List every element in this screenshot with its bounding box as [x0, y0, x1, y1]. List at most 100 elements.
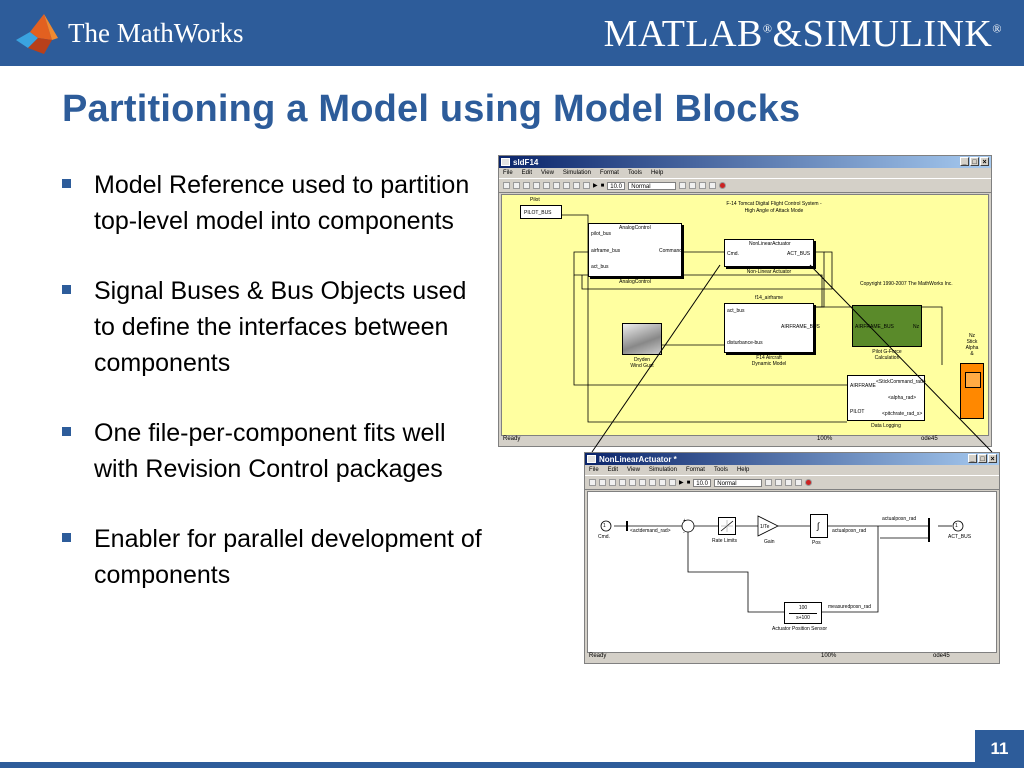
menu-help[interactable]: Help — [736, 467, 750, 473]
data-logging-block[interactable]: AIRFRAME PILOT <StickCommand_rad> <alpha… — [847, 375, 926, 421]
sum-sign-minus: - — [683, 530, 685, 536]
undo-icon[interactable] — [573, 182, 580, 189]
header-banner: The MathWorks MATLAB®&SIMULINK® — [0, 0, 1024, 66]
sensor-label: Actuator Position Sensor — [772, 626, 828, 632]
sensor-numerator: 100 — [798, 605, 808, 611]
menu-view[interactable]: View — [627, 467, 640, 473]
model-explorer-icon[interactable] — [785, 479, 793, 486]
menu-simulation[interactable]: Simulation — [562, 170, 591, 176]
logging-signal-stick: <StickCommand_rad> — [876, 379, 926, 385]
wind-gust-block[interactable] — [622, 323, 662, 355]
undo-icon[interactable] — [659, 479, 666, 486]
open-icon[interactable] — [513, 182, 520, 189]
bullet-item: One file-per-component fits well with Re… — [62, 415, 492, 487]
gforce-caption-1: Pilot G-Force — [872, 349, 902, 355]
model-canvas[interactable]: 1 Cmd. <actdemand_rad> + - Rate Limits 1… — [587, 491, 997, 653]
play-icon[interactable]: ▶ — [679, 480, 684, 486]
minimize-button[interactable]: _ — [960, 157, 969, 166]
redo-icon[interactable] — [669, 479, 676, 486]
nonlinear-caption: Non-Linear Actuator — [746, 269, 792, 275]
stop-icon[interactable]: ■ — [686, 479, 691, 486]
position-sensor-block[interactable]: 100 s+100 — [784, 602, 822, 624]
record-icon[interactable] — [719, 182, 727, 189]
debug-icon[interactable] — [795, 479, 803, 486]
play-icon[interactable]: ▶ — [593, 183, 598, 189]
close-button[interactable]: × — [988, 454, 997, 463]
menu-edit[interactable]: Edit — [607, 467, 619, 473]
scope-block[interactable] — [960, 363, 984, 419]
open-icon[interactable] — [599, 479, 606, 486]
paste-icon[interactable] — [649, 479, 656, 486]
model-canvas[interactable]: F-14 Tomcat Digital Flight Control Syste… — [501, 194, 989, 436]
print-icon[interactable] — [619, 479, 626, 486]
pilot-block[interactable]: PILOT_BUS — [520, 205, 562, 219]
stop-time-field[interactable]: 10.0 — [693, 478, 712, 487]
window-titlebar[interactable]: NonLinearActuator * _ □ × — [585, 453, 999, 465]
print-icon[interactable] — [533, 182, 540, 189]
bullet-item: Signal Buses & Bus Objects used to defin… — [62, 273, 492, 381]
cut-icon[interactable] — [629, 479, 636, 486]
bullet-square-icon — [62, 427, 71, 436]
build-icon[interactable] — [679, 182, 687, 189]
window-titlebar[interactable]: sldF14 _ □ × — [499, 156, 991, 168]
logging-in-airframe: AIRFRAME — [850, 383, 876, 389]
company-name: The MathWorks — [68, 17, 244, 48]
copy-icon[interactable] — [639, 479, 646, 486]
analog-control-name: AnalogControl — [619, 225, 651, 231]
menu-tools[interactable]: Tools — [713, 467, 728, 473]
menu-edit[interactable]: Edit — [521, 170, 533, 176]
footer-bar — [0, 762, 1024, 768]
library-icon[interactable] — [689, 182, 697, 189]
nonlinear-actuator-window: NonLinearActuator * _ □ × File Edit View… — [584, 452, 1000, 664]
nonlinear-actuator-block[interactable]: NonLinearActuator Cmd. ACT_BUS — [724, 239, 814, 267]
menu-file[interactable]: File — [589, 467, 599, 473]
redo-icon[interactable] — [583, 182, 590, 189]
menu-help[interactable]: Help — [650, 170, 664, 176]
window-title: sldF14 — [513, 157, 539, 167]
record-icon[interactable] — [805, 479, 813, 486]
maximize-button[interactable]: □ — [970, 157, 979, 166]
airframe-model-block[interactable]: act_bus disturbance-bus AIRFRAME_BUS — [724, 303, 820, 353]
nonlinear-name: NonLinearActuator — [749, 241, 791, 247]
signal-actualposn-out: actualposn_rad — [882, 516, 917, 522]
new-model-icon[interactable] — [589, 479, 596, 486]
minimize-button[interactable]: _ — [968, 454, 977, 463]
stop-time-field[interactable]: 10.0 — [607, 181, 626, 190]
gust-caption-2: Wind Gust — [630, 363, 654, 369]
analog-control-caption: AnalogControl — [619, 279, 651, 285]
paste-icon[interactable] — [563, 182, 570, 189]
sim-mode-select[interactable]: Normal — [714, 478, 763, 487]
outport-number: 1 — [955, 523, 958, 529]
stop-icon[interactable]: ■ — [600, 182, 605, 189]
menu-view[interactable]: View — [541, 170, 554, 176]
copy-icon[interactable] — [553, 182, 560, 189]
cut-icon[interactable] — [543, 182, 550, 189]
save-icon[interactable] — [609, 479, 616, 486]
integrator-block[interactable]: ∫ — [810, 514, 828, 538]
nonlinear-in-cmd: Cmd. — [727, 251, 739, 257]
analog-control-block[interactable]: AnalogControl pilot_bus airframe_bus act… — [588, 223, 682, 277]
debug-icon[interactable] — [709, 182, 717, 189]
scope-label-nz: Nz — [968, 333, 976, 339]
menu-bar: File Edit View Simulation Format Tools H… — [499, 168, 991, 178]
menu-file[interactable]: File — [503, 170, 513, 176]
menu-format[interactable]: Format — [599, 170, 619, 176]
simulink-window-icon — [501, 158, 510, 166]
sim-mode-select[interactable]: Normal — [628, 181, 677, 190]
maximize-button[interactable]: □ — [978, 454, 987, 463]
rate-limiter-block[interactable] — [718, 517, 736, 535]
save-icon[interactable] — [523, 182, 530, 189]
gforce-block[interactable]: AIRFRAME_BUS Nz — [852, 305, 922, 347]
model-explorer-icon[interactable] — [699, 182, 707, 189]
sldf14-window: sldF14 _ □ × File Edit View Simulation F… — [498, 155, 992, 447]
scope-label-stick: Stick — [966, 339, 978, 345]
build-icon[interactable] — [765, 479, 773, 486]
close-button[interactable]: × — [980, 157, 989, 166]
menu-simulation[interactable]: Simulation — [648, 467, 677, 473]
menu-format[interactable]: Format — [685, 467, 705, 473]
gforce-caption-2: Calculation — [874, 355, 900, 361]
menu-tools[interactable]: Tools — [627, 170, 642, 176]
new-model-icon[interactable] — [503, 182, 510, 189]
library-icon[interactable] — [775, 479, 783, 486]
menu-bar: File Edit View Simulation Format Tools H… — [585, 465, 999, 475]
